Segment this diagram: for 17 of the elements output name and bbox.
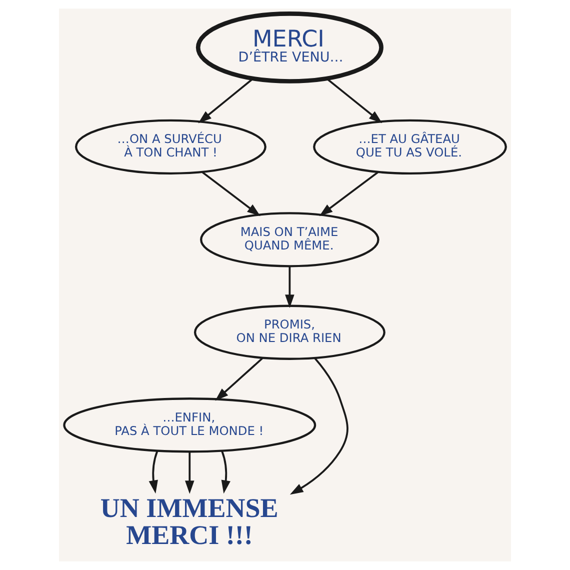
arrow (215, 358, 263, 401)
node-ellipse: …ON A SURVÉCU À TON CHANT ! (74, 119, 266, 174)
arrow (290, 358, 348, 495)
arrow (198, 78, 254, 124)
node-text: UN IMMENSE MERCI !!! (100, 492, 278, 550)
node-ellipse: …ET AU GÂTEAU QUE TU AS VOLÉ. (313, 119, 507, 174)
arrow (326, 78, 382, 124)
arrow (184, 452, 194, 494)
node-ellipse: MAIS ON T’AIME QUAND MÊME. (200, 212, 380, 268)
node-ellipse: …ENFIN, PAS À TOUT LE MONDE ! (63, 398, 316, 453)
arrow (319, 172, 378, 216)
node-ellipse: MERCI D’ÊTRE VENU… (196, 12, 384, 84)
node-ellipse: PROMIS, ON NE DIRA RIEN (194, 304, 386, 360)
arrow (285, 266, 294, 308)
arrow (148, 450, 158, 494)
arrow (202, 172, 260, 216)
arrow (221, 450, 230, 494)
